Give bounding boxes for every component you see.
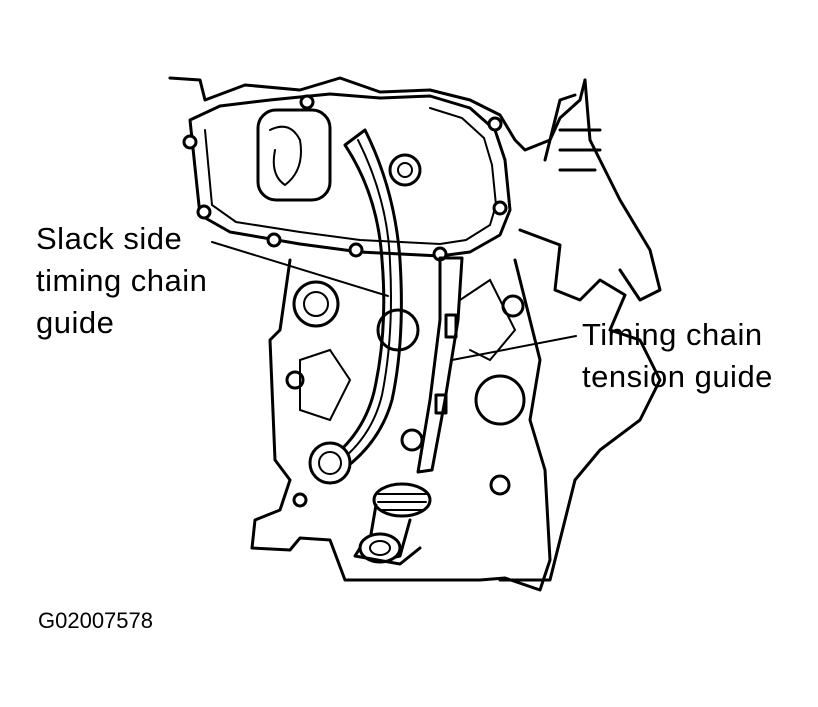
figure-code: G02007578 (38, 608, 153, 633)
tension-guide-label: Timing chain tension guide (582, 314, 773, 398)
slack-guide-leader (211, 241, 389, 297)
slack-label-line-3: guide (36, 305, 115, 340)
slack-guide-chain (323, 139, 392, 473)
right-manifold (543, 78, 662, 302)
tension-guide (416, 256, 464, 474)
block-rib-right (459, 278, 517, 362)
slack-side-guide-label: Slack side timing chain guide (36, 218, 207, 344)
cam-bolt (388, 153, 422, 187)
slack-label-line-2: timing chain (36, 263, 208, 298)
lower-sprocket-inner (318, 451, 342, 475)
upper-cover-outline (168, 76, 587, 152)
tension-guide-leader (451, 335, 577, 361)
right-block-edge (498, 228, 662, 582)
tension-guide-clip-upper (444, 313, 458, 339)
tension-guide-clip-lower (434, 393, 448, 415)
tension-label-line-1: Timing chain (582, 317, 763, 352)
crankshaft-nose (353, 532, 422, 566)
tension-label-line-2: tension guide (582, 359, 773, 394)
front-cover-gasket-outline (188, 92, 512, 258)
gasket-inner-line (204, 107, 498, 246)
block-bores (285, 280, 526, 508)
cam-pocket-left (256, 108, 332, 202)
block-rib-left (299, 348, 352, 422)
cam-pocket-inner (269, 125, 302, 187)
engine-block-outline (250, 258, 552, 592)
slack-label-line-1: Slack side (36, 221, 183, 256)
lower-sprocket (308, 441, 352, 485)
cam-bolt-inner (397, 162, 413, 178)
gasket-bolts (182, 94, 508, 262)
